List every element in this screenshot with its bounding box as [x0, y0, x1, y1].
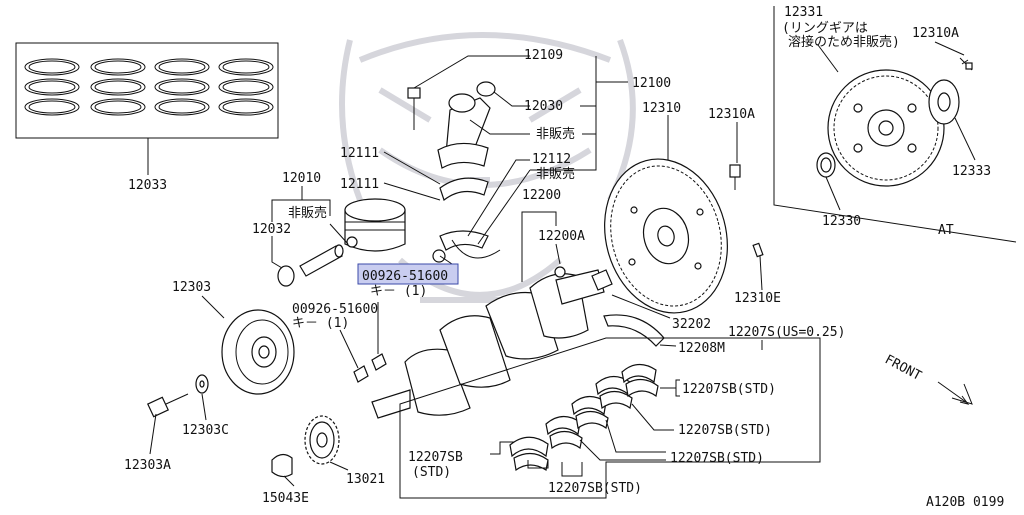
callout-12208M[interactable]: 12208M [678, 341, 725, 356]
callout-12207SB-1[interactable]: 12207SB(STD) [682, 382, 776, 397]
callout-12331-note-2: 溶接のため非販売) [788, 34, 900, 50]
callout-12331-note-1: (リングギアは [782, 21, 868, 36]
callout-12030[interactable]: 12030 [524, 99, 563, 114]
callout-12207SB-3[interactable]: 12207SB(STD) [670, 451, 764, 466]
piston [344, 198, 406, 252]
dowel-pin [752, 242, 764, 291]
piston-pin-clip [277, 265, 295, 287]
callout-12207SB-2[interactable]: 12207SB(STD) [678, 423, 772, 438]
thrust-washer [603, 314, 665, 347]
callout-labels: 12033 12010 非販売 12032 12109 12100 12030 … [124, 5, 1004, 510]
woodruff-keys [353, 353, 387, 383]
front-label: FRONT [882, 352, 924, 384]
main-bearings [509, 363, 659, 472]
callout-12200[interactable]: 12200 [522, 188, 561, 203]
callout-key: キ－ (1) [292, 316, 349, 331]
callout-nonsale-piston: 非販売 [288, 205, 327, 221]
callout-12010[interactable]: 12010 [282, 171, 321, 186]
piston-ring-set [24, 58, 274, 116]
callout-15043E[interactable]: 15043E [262, 491, 309, 506]
callout-13021[interactable]: 13021 [346, 472, 385, 487]
flywheel-bolt [729, 122, 741, 190]
callout-32202[interactable]: 32202 [672, 317, 711, 332]
at-section-label: AT [938, 223, 954, 238]
callout-12033[interactable]: 12033 [128, 178, 167, 193]
watermark [339, 32, 636, 303]
callout-nonsale-bearing: 非販売 [536, 166, 575, 182]
crank-pulley [221, 309, 295, 395]
front-arrow-icon [937, 381, 973, 405]
callout-12310A-at[interactable]: 12310A [912, 26, 959, 41]
rod-bearing-upper [439, 177, 489, 201]
callout-12207SB-4[interactable]: 12207SB(STD) [548, 481, 642, 496]
callout-12111-upper[interactable]: 12111 [340, 146, 379, 161]
pulley-bolt [146, 393, 189, 418]
callout-12207SB-5[interactable]: 12207SB [408, 450, 463, 465]
crank-sprocket [304, 415, 340, 465]
callout-12330[interactable]: 12330 [822, 214, 861, 229]
rod-bearing-lower [439, 230, 489, 251]
connecting-rod [437, 93, 491, 169]
callout-12109[interactable]: 12109 [524, 48, 563, 63]
pilot-bushing [591, 269, 613, 291]
crankshaft [371, 266, 605, 419]
callout-12111-lower[interactable]: 12111 [340, 177, 379, 192]
callout-12310[interactable]: 12310 [642, 101, 681, 116]
piston-rings-box [15, 42, 279, 175]
callout-12331[interactable]: 12331 [784, 5, 823, 20]
callout-12112[interactable]: 12112 [532, 152, 571, 167]
callout-12032[interactable]: 12032 [252, 222, 291, 237]
highlight-box [357, 263, 459, 285]
callout-12100[interactable]: 12100 [632, 76, 671, 91]
rod-cap [451, 239, 501, 259]
callout-12303C[interactable]: 12303C [182, 423, 229, 438]
callout-00926-highlighted[interactable]: 00926-51600 [362, 269, 448, 284]
small-nut [432, 249, 446, 263]
pulley-washer [195, 374, 209, 394]
callout-12303[interactable]: 12303 [172, 280, 211, 295]
piston-pin [299, 244, 344, 277]
main-bearing-box [399, 337, 821, 499]
at-bolt [959, 57, 973, 71]
crank-collar [271, 453, 293, 478]
callout-12303A[interactable]: 12303A [124, 458, 171, 473]
callout-00926[interactable]: 00926-51600 [292, 302, 378, 317]
at-seal [816, 152, 836, 178]
leader-lines [149, 55, 763, 487]
callout-12207SB-5-std: (STD) [412, 465, 451, 480]
diagram-code: A120B 0199 [926, 495, 1004, 510]
callout-nonsale-rod: 非販売 [536, 126, 575, 142]
at-section-box [773, 6, 1017, 243]
callout-key-highlighted: キ－ (1) [370, 284, 427, 299]
callout-12333[interactable]: 12333 [952, 164, 991, 179]
flywheel [604, 115, 728, 314]
at-plate-spacer [928, 79, 960, 125]
callout-12200A[interactable]: 12200A [538, 229, 585, 244]
at-flexplate [827, 69, 945, 187]
callout-12310A-mt[interactable]: 12310A [708, 107, 755, 122]
rod-bushing [476, 81, 496, 97]
callout-12207S[interactable]: 12207S(US=0.25) [728, 325, 845, 340]
callout-12310E[interactable]: 12310E [734, 291, 781, 306]
